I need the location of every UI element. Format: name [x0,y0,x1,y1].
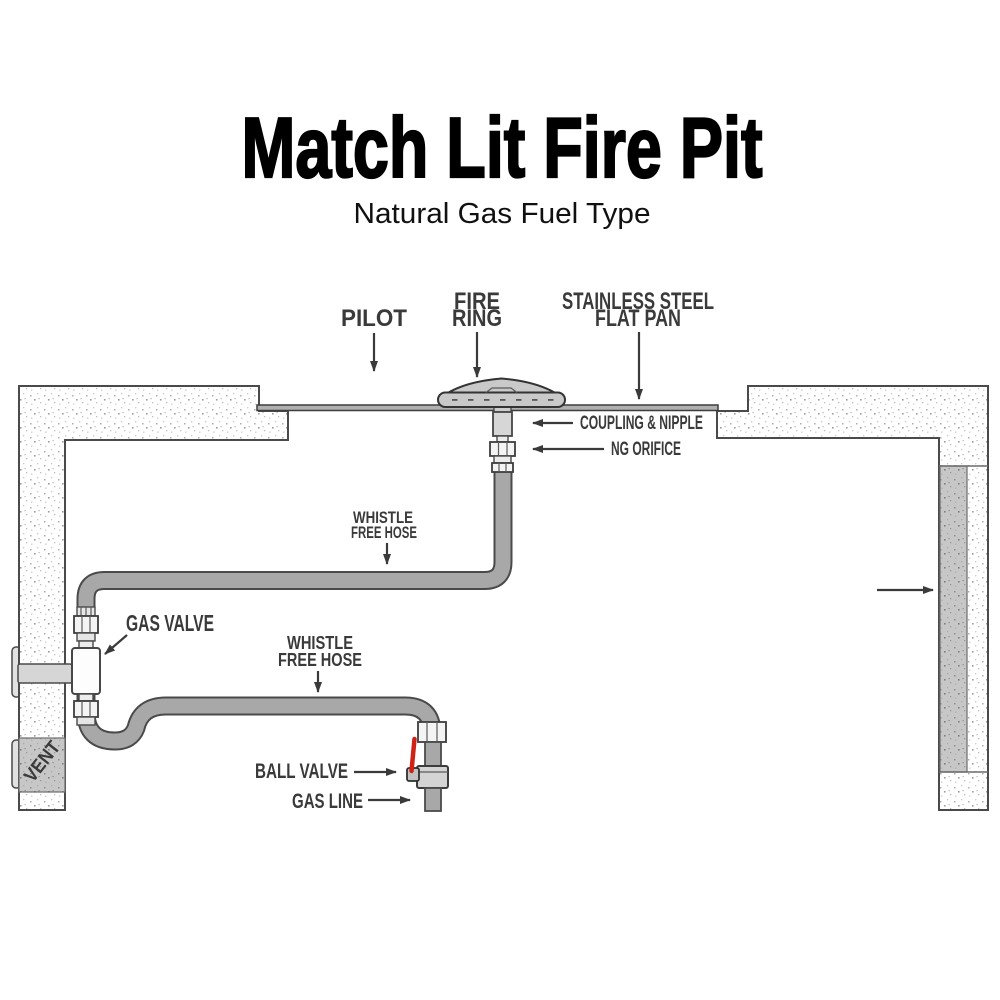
fire-ring [437,377,566,408]
coupling-and-nipple-fitting [492,411,513,443]
pilot-label: PILOT [341,305,407,332]
whistle-free-hose-lower-run [76,690,442,751]
gas-line-label: GAS LINE [292,790,363,813]
whistle-free-hose-upper-run [76,468,513,612]
gas-valve-key [17,663,73,684]
ng-orifice-label: NG ORIFICE [611,439,681,460]
vent-block: VENT [18,737,66,793]
gas-line-pipe [424,787,442,812]
ball-valve-assembly [406,721,449,812]
whistle-hose-upper-label-line2: FREE HOSE [351,524,417,542]
right-wall-liner [939,465,988,773]
whistle-hose-lower-label-line1: WHISTLE [287,632,353,653]
coupling-nipple-label: COUPLING & NIPPLE [580,413,703,434]
gas-valve-arrow [104,634,128,655]
gas-valve-fitting-bottom [73,693,99,726]
ball-valve-label: BALL VALVE [255,760,348,783]
page-subtitle: Natural Gas Fuel Type [354,198,651,230]
ball-valve-handle [409,736,417,774]
ng-orifice-fitting [489,441,516,473]
fire-ring-label-line1: FIRE [454,288,500,315]
fire-ring-label-line2: RING [452,305,502,332]
ball-valve-body [416,765,449,789]
page-title: Match Lit Fire Pit [242,101,763,196]
gas-valve-label: GAS VALVE [126,610,214,636]
flat-pan-label-line2: FLAT PAN [595,305,681,332]
whistle-hose-lower-label-line2: FREE HOSE [278,649,362,670]
gas-valve-body [71,647,101,695]
flat-pan-label-line1: STAINLESS STEEL [562,288,714,315]
whistle-hose-upper-label-line1: WHISTLE [353,509,413,527]
ball-valve-fitting [417,721,447,743]
gas-valve-fitting-top [73,606,99,649]
fire-ring-burner-holes [452,399,554,401]
